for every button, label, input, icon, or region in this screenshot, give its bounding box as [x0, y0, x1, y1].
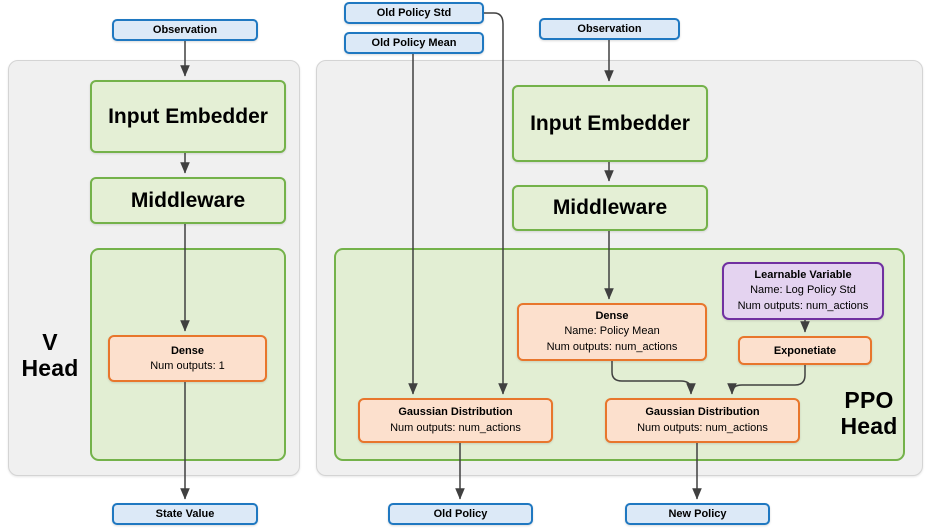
- ppo-head-title-line2: Head: [840, 412, 898, 439]
- ppo-output-new-policy-label: New Policy: [668, 508, 727, 520]
- ppo-observation-label: Observation: [577, 23, 642, 35]
- v-head-output-node[interactable]: State Value: [112, 503, 258, 525]
- ppo-learnable-variable-line2: Name: Log Policy Std: [750, 284, 856, 297]
- v-head-title-line2: Head: [21, 354, 79, 381]
- ppo-exponentiate-label: Exponetiate: [773, 344, 837, 357]
- ppo-dense-policy-mean-block[interactable]: Dense Name: Policy Mean Num outputs: num…: [517, 303, 707, 361]
- v-head-title-line1: V: [42, 329, 58, 355]
- v-head-output-label: State Value: [155, 508, 215, 520]
- ppo-old-policy-mean-node[interactable]: Old Policy Mean: [344, 32, 484, 54]
- ppo-middleware-block[interactable]: Middleware: [512, 185, 708, 231]
- ppo-old-policy-mean-label: Old Policy Mean: [371, 37, 457, 49]
- ppo-observation-node[interactable]: Observation: [539, 18, 680, 40]
- ppo-learnable-variable-block[interactable]: Learnable Variable Name: Log Policy Std …: [722, 262, 884, 320]
- v-head-dense-block[interactable]: Dense Num outputs: 1: [108, 335, 267, 382]
- ppo-head-title: PPO Head: [824, 387, 914, 440]
- ppo-output-old-policy-node[interactable]: Old Policy: [388, 503, 533, 525]
- v-head-middleware-block[interactable]: Middleware: [90, 177, 286, 224]
- ppo-input-embedder-label: Input Embedder: [530, 111, 690, 135]
- v-head-observation-label: Observation: [152, 24, 218, 36]
- ppo-old-policy-std-label: Old Policy Std: [376, 7, 452, 19]
- v-head-dense-line2: Num outputs: 1: [150, 359, 225, 372]
- ppo-exponentiate-block[interactable]: Exponetiate: [738, 336, 872, 365]
- ppo-gaussian-new-title: Gaussian Distribution: [645, 405, 760, 418]
- ppo-gaussian-old-line2: Num outputs: num_actions: [390, 421, 521, 434]
- v-head-title: V Head: [14, 329, 86, 382]
- ppo-old-policy-std-node[interactable]: Old Policy Std: [344, 2, 484, 24]
- ppo-dense-line2: Name: Policy Mean: [564, 325, 660, 338]
- ppo-gaussian-new-line2: Num outputs: num_actions: [637, 421, 768, 434]
- ppo-learnable-variable-line3: Num outputs: num_actions: [737, 299, 869, 312]
- ppo-middleware-label: Middleware: [552, 196, 668, 219]
- v-head-input-embedder-block[interactable]: Input Embedder: [90, 80, 286, 153]
- ppo-dense-title: Dense: [595, 309, 629, 322]
- ppo-output-old-policy-label: Old Policy: [433, 508, 488, 520]
- v-head-input-embedder-label: Input Embedder: [108, 104, 268, 128]
- ppo-gaussian-new-block[interactable]: Gaussian Distribution Num outputs: num_a…: [605, 398, 800, 443]
- ppo-head-title-line1: PPO: [844, 387, 894, 413]
- v-head-dense-title: Dense: [170, 344, 205, 357]
- ppo-input-embedder-block[interactable]: Input Embedder: [512, 85, 708, 162]
- ppo-gaussian-old-title: Gaussian Distribution: [398, 405, 513, 418]
- v-head-middleware-label: Middleware: [130, 188, 246, 212]
- ppo-learnable-variable-title: Learnable Variable: [754, 268, 852, 281]
- ppo-gaussian-old-block[interactable]: Gaussian Distribution Num outputs: num_a…: [358, 398, 553, 443]
- v-head-observation-node[interactable]: Observation: [112, 19, 258, 41]
- ppo-dense-line3: Num outputs: num_actions: [546, 340, 678, 353]
- ppo-output-new-policy-node[interactable]: New Policy: [625, 503, 770, 525]
